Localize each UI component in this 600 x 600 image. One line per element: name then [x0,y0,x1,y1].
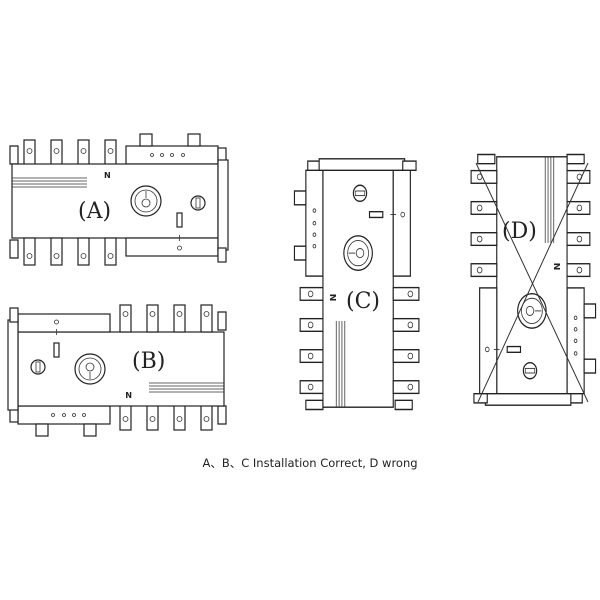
switch-b [7,304,227,437]
label-a: (A) [78,199,111,224]
label-b: (B) [132,349,165,374]
label-c: (C) [346,289,380,314]
wrong-cross-icon [475,162,589,403]
switch-a [9,133,229,266]
label-d: (D) [502,219,537,244]
caption: A、B、C Installation Correct, D wrong [202,456,418,470]
switch-c [293,158,420,411]
